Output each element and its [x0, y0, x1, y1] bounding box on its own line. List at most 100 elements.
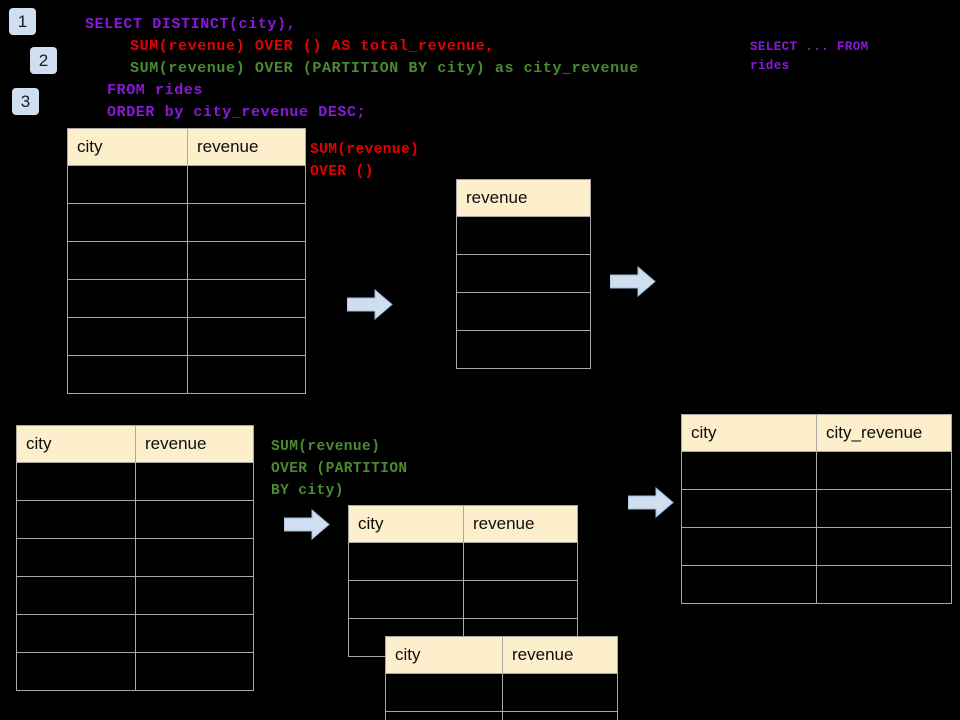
table-cell: [187, 317, 306, 356]
column-header-revenue: revenue: [456, 179, 591, 217]
table-row: [456, 254, 591, 293]
table-cell: [135, 500, 254, 539]
table-cell: [816, 451, 952, 490]
table-cell: [187, 279, 306, 318]
table-row: [681, 565, 952, 604]
table-cell: [135, 614, 254, 653]
table-cell: [67, 355, 188, 394]
column-header-city: city: [385, 636, 503, 674]
arrow-right-icon: [627, 486, 674, 519]
column-header-city: city: [348, 505, 464, 543]
partition-note: SUM(revenue) OVER (PARTITION BY city): [271, 439, 408, 499]
table-cell: [681, 489, 817, 528]
table-row: [67, 355, 306, 394]
table-row: [16, 652, 254, 691]
table-row: [67, 279, 306, 318]
table-row: [456, 216, 591, 255]
sql-line-3: SUM(revenue) OVER (PARTITION BY city) as…: [130, 60, 639, 77]
table-row: [348, 542, 578, 581]
select-from-rides-note: SELECT ... FROM rides: [750, 40, 869, 73]
table-cell: [348, 542, 464, 581]
table-cell: [16, 500, 136, 539]
arrow-source-to-total: [346, 288, 393, 321]
table-cell: [135, 576, 254, 615]
table-row: [16, 462, 254, 501]
table-cell: [681, 451, 817, 490]
table-cell: [16, 652, 136, 691]
table-row: [67, 241, 306, 280]
table-row: [385, 673, 618, 712]
table-row: [16, 500, 254, 539]
table-cell: [67, 317, 188, 356]
table-cell: [135, 462, 254, 501]
total-revenue-note: SUM(revenue) OVER (): [310, 142, 420, 180]
table-cell: [816, 527, 952, 566]
step-badge-1: 1: [9, 8, 36, 35]
table-cell: [463, 542, 578, 581]
table-row: [681, 489, 952, 528]
total-revenue-table: revenue: [456, 179, 591, 369]
table-row: [67, 203, 306, 242]
table-cell: [67, 241, 188, 280]
table-cell: [187, 241, 306, 280]
arrow-groups-to-result: [627, 486, 674, 519]
table-cell: [67, 203, 188, 242]
table-cell: [385, 711, 503, 720]
step-badge-3: 3: [12, 88, 39, 115]
table-cell: [67, 165, 188, 204]
table-cell: [456, 216, 591, 255]
table-cell: [16, 462, 136, 501]
arrow-total-to-result: [609, 265, 656, 298]
table-row: [16, 538, 254, 577]
table-cell: [135, 538, 254, 577]
table-row: [16, 614, 254, 653]
table-row: [456, 330, 591, 369]
arrow-right-icon: [283, 508, 330, 541]
table-cell: [348, 580, 464, 619]
table-cell: [456, 254, 591, 293]
table-row: [16, 576, 254, 615]
table-cell: [385, 673, 503, 712]
table-cell: [16, 576, 136, 615]
table-row: [67, 165, 306, 204]
table-cell: [16, 538, 136, 577]
column-header-city: city: [16, 425, 136, 463]
column-header-city: city: [67, 128, 188, 166]
table-cell: [135, 652, 254, 691]
table-row: [456, 292, 591, 331]
table-cell: [463, 580, 578, 619]
table-row: [681, 451, 952, 490]
table-cell: [187, 355, 306, 394]
table-cell: [502, 673, 618, 712]
table-cell: [502, 711, 618, 720]
table-row: [385, 711, 618, 720]
table-cell: [681, 527, 817, 566]
table-cell: [816, 489, 952, 528]
table-header-row: revenue: [456, 179, 591, 217]
arrow-right-icon: [609, 265, 656, 298]
table-row: [67, 317, 306, 356]
arrow-source-to-groups: [283, 508, 330, 541]
table-cell: [187, 203, 306, 242]
column-header-revenue: revenue: [463, 505, 578, 543]
column-header-revenue: revenue: [135, 425, 254, 463]
sql-line-5: ORDER by city_revenue DESC;: [107, 104, 367, 121]
column-header-city_revenue: city_revenue: [816, 414, 952, 452]
column-header-city: city: [681, 414, 817, 452]
sql-line-2: SUM(revenue) OVER () AS total_revenue,: [130, 38, 495, 55]
column-header-revenue: revenue: [502, 636, 618, 674]
table-row: [681, 527, 952, 566]
table-cell: [456, 330, 591, 369]
table-cell: [816, 565, 952, 604]
table-row: [348, 580, 578, 619]
sql-line-1: SELECT DISTINCT(city),: [85, 16, 297, 33]
